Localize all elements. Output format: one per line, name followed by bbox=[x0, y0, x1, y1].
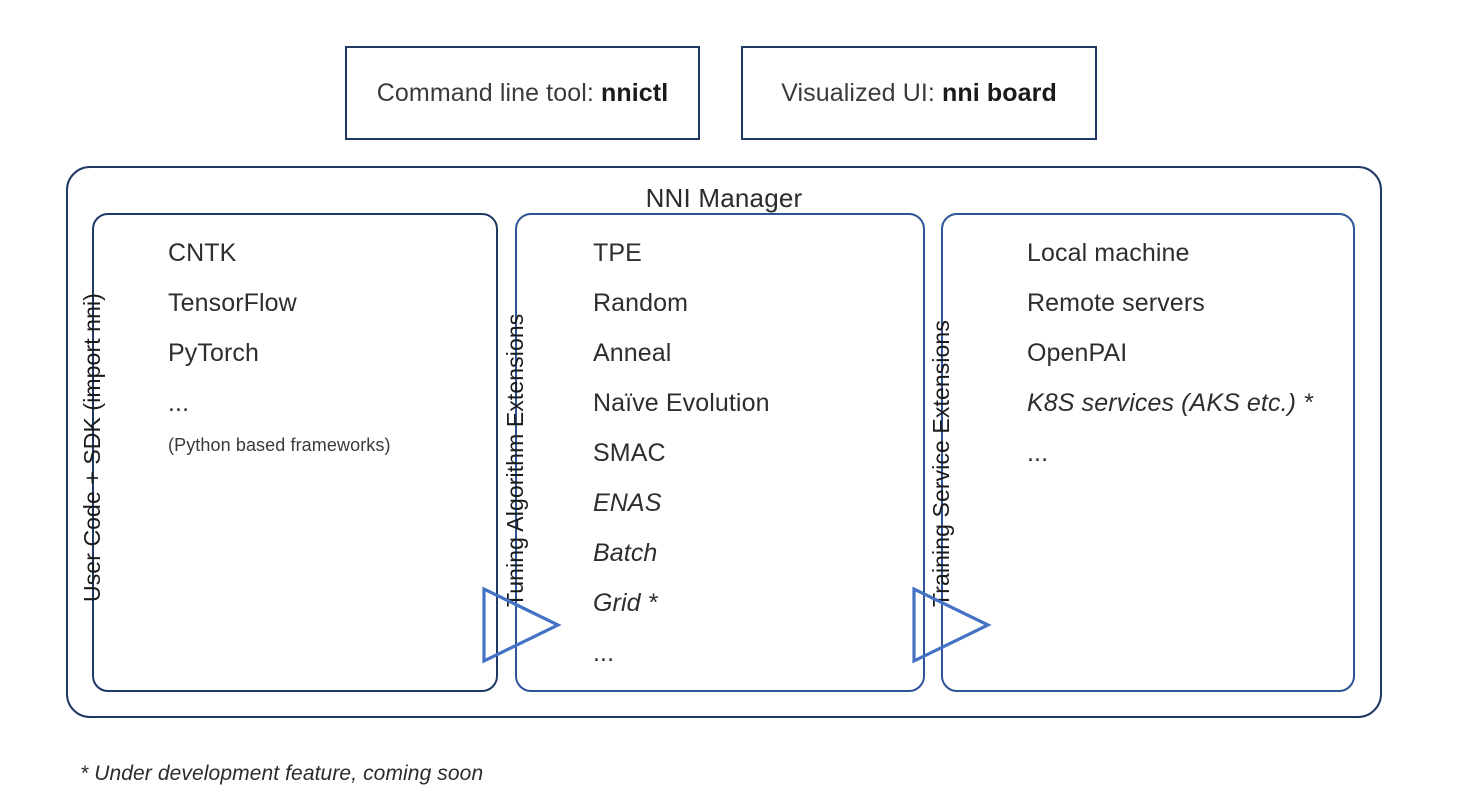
visualized-ui-box: Visualized UI: nni board bbox=[741, 46, 1097, 140]
list-item: TensorFlow bbox=[168, 289, 297, 317]
list-item: OpenPAI bbox=[1027, 339, 1128, 367]
tuning-algorithm-vertical-label: Tuning Algorithm Extensions bbox=[502, 313, 528, 607]
list-item: Random bbox=[593, 289, 689, 317]
user-code-vertical-label: User Code + SDK (import nni) bbox=[79, 293, 105, 602]
footnote-text: * Under development feature, coming soon bbox=[80, 762, 484, 785]
list-item: ... bbox=[168, 389, 190, 417]
user-code-item-list: CNTK TensorFlow PyTorch ... (Python base… bbox=[168, 228, 391, 462]
list-item: (Python based frameworks) bbox=[168, 435, 391, 455]
list-item: ... bbox=[1027, 439, 1049, 467]
list-item: CNTK bbox=[168, 239, 237, 267]
visualized-ui-label: Visualized UI: nni board bbox=[781, 78, 1057, 107]
list-item: SMAC bbox=[593, 439, 666, 467]
training-service-item-list: Local machine Remote servers OpenPAI K8S… bbox=[1027, 228, 1313, 478]
list-item: ... bbox=[593, 639, 615, 667]
arrow-right-icon bbox=[908, 583, 998, 672]
nni-manager-title: NNI Manager bbox=[645, 183, 803, 213]
tuning-algorithm-item-list: TPE Random Anneal Naïve Evolution SMAC E… bbox=[593, 228, 770, 678]
list-item: PyTorch bbox=[168, 339, 260, 367]
list-item: Local machine bbox=[1027, 239, 1190, 267]
training-service-vertical-label: Training Service Extensions bbox=[928, 320, 954, 607]
list-item: ENAS bbox=[593, 489, 662, 517]
list-item: Remote servers bbox=[1027, 289, 1205, 317]
list-item: Naïve Evolution bbox=[593, 389, 770, 417]
training-service-column bbox=[941, 213, 1355, 692]
user-code-column bbox=[92, 213, 498, 692]
command-line-tool-label: Command line tool: nnictl bbox=[376, 78, 669, 107]
list-item: K8S services (AKS etc.) * bbox=[1027, 389, 1313, 417]
list-item: Batch bbox=[593, 539, 658, 567]
arrow-right-icon bbox=[478, 583, 568, 672]
command-line-tool-box: Command line tool: nnictl bbox=[345, 46, 700, 140]
list-item: TPE bbox=[593, 239, 642, 267]
tuning-algorithm-column bbox=[515, 213, 925, 692]
list-item: Anneal bbox=[593, 339, 672, 367]
list-item: Grid * bbox=[593, 589, 658, 617]
